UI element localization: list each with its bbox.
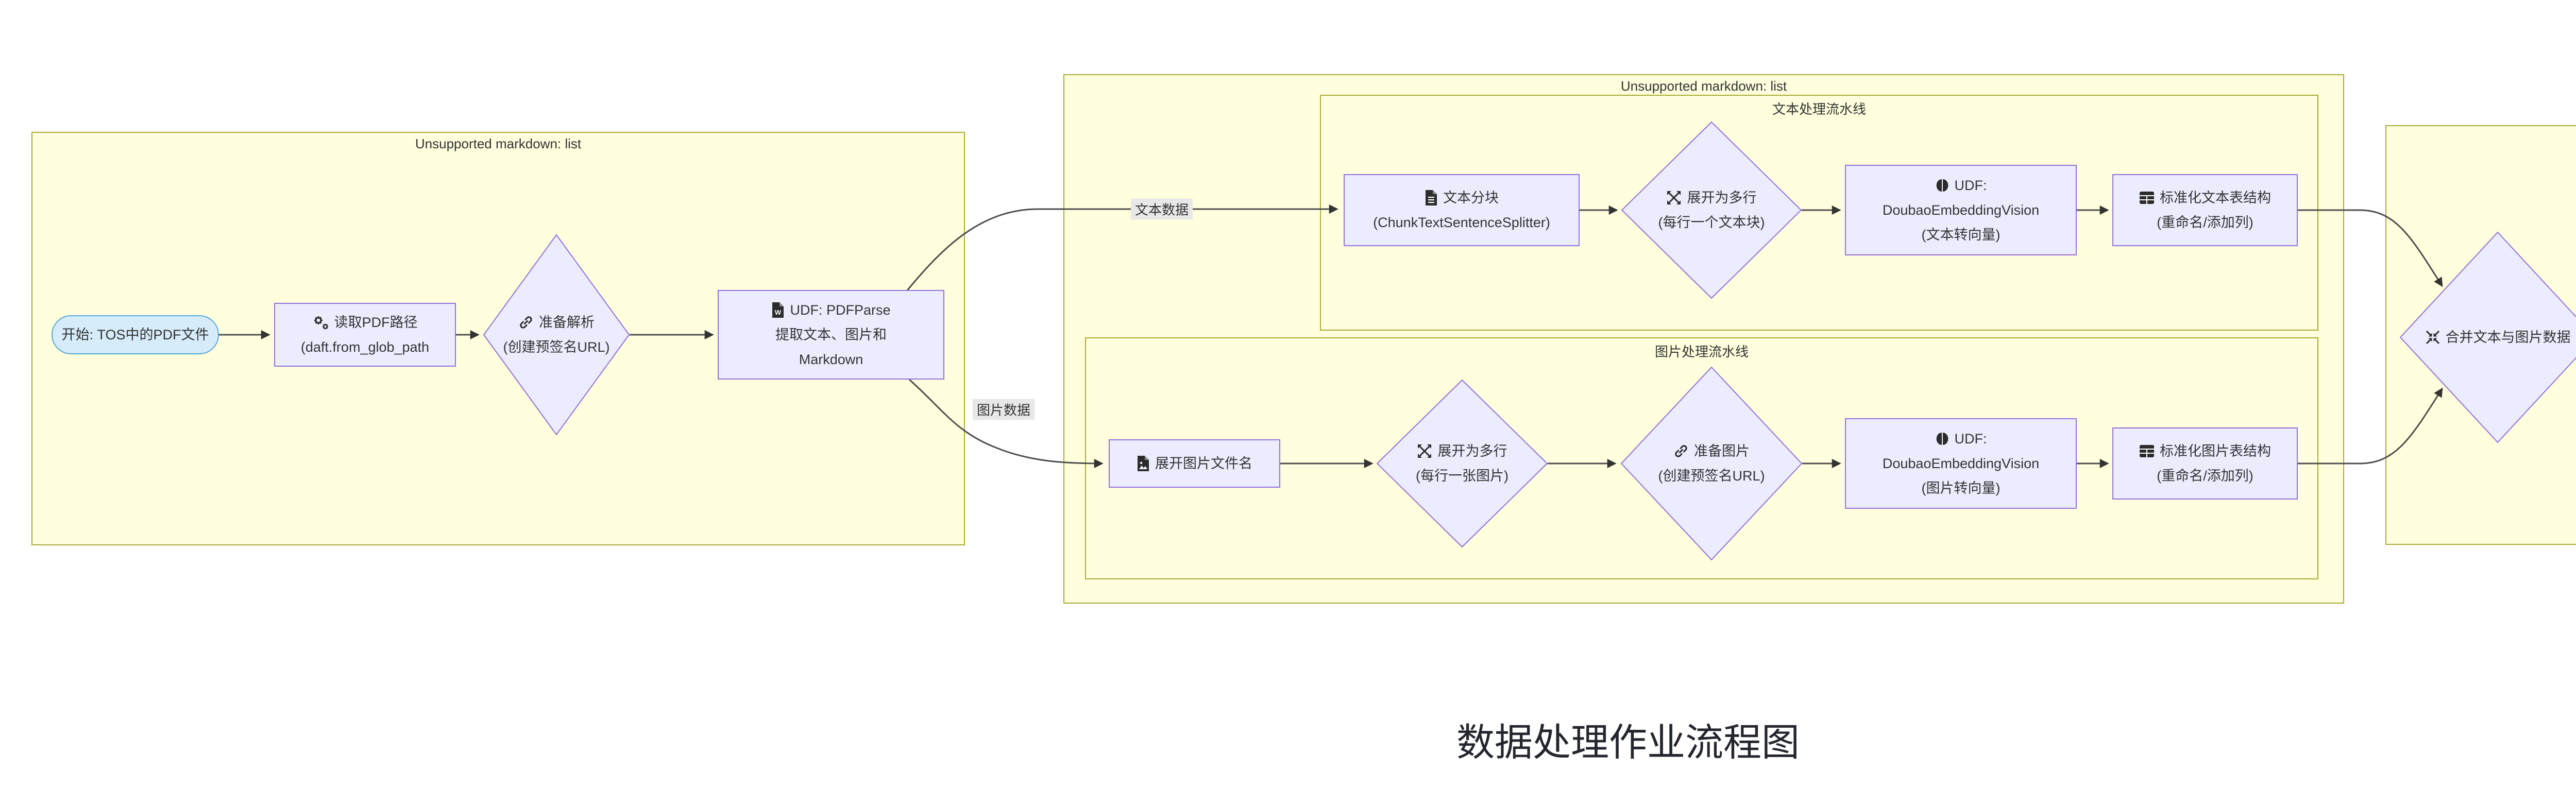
node-subtitle: (ChunkTextSentenceSplitter) xyxy=(1373,215,1550,230)
file-lines-icon xyxy=(1425,190,1438,206)
node-title: 标准化文本表结构 xyxy=(2160,190,2271,205)
file-image-icon xyxy=(1137,455,1150,472)
merge-icon xyxy=(2425,330,2441,345)
node-explode-image-rows: 展开为多行 (每行一张图片) xyxy=(1377,380,1548,547)
node-subtitle: (每行一张图片) xyxy=(1416,468,1509,484)
node-subtitle: DoubaoEmbeddingVision (文本转向量) xyxy=(1882,202,2040,243)
node-read-pdf-path: 读取PDF路径 (daft.from_glob_path xyxy=(274,303,456,367)
node-title: 展开为多行 xyxy=(1687,190,1757,205)
node-title: 文本分块 xyxy=(1443,190,1499,205)
node-title: 展开为多行 xyxy=(1437,443,1507,459)
edge-label-text-data: 文本数据 xyxy=(1130,198,1193,220)
node-expand-image-names: 展开图片文件名 xyxy=(1109,439,1280,488)
edge-label-image-data: 图片数据 xyxy=(972,399,1035,420)
node-title: 读取PDF路径 xyxy=(334,315,418,330)
edge-pdfparse-to-expandimg xyxy=(909,379,1104,468)
diagram-title: 数据处理作业流程图 xyxy=(1456,721,1800,764)
node-embed-image: UDF: DoubaoEmbeddingVision (图片转向量) xyxy=(1845,418,2077,509)
node-subtitle: (daft.from_glob_path xyxy=(300,339,430,355)
node-title: 标准化图片表结构 xyxy=(2160,443,2271,459)
gears-icon xyxy=(313,315,329,330)
node-prepare-image: 准备图片 (创建预签名URL) xyxy=(1621,367,1802,560)
node-normalize-text-table: 标准化文本表结构 (重命名/添加列) xyxy=(2112,174,2298,246)
node-title: UDF: xyxy=(1954,431,1987,446)
edge-pdfparse-to-chunk xyxy=(906,204,1338,291)
node-title: UDF: xyxy=(1954,178,1987,193)
node-start: 开始: TOS中的PDF文件 xyxy=(52,315,219,354)
node-subtitle: DoubaoEmbeddingVision (图片转向量) xyxy=(1882,456,2040,496)
node-subtitle: (创建预签名URL) xyxy=(1658,468,1765,484)
brain-icon xyxy=(1935,178,1950,193)
node-title: UDF: PDFParse xyxy=(790,302,891,318)
table-icon xyxy=(2139,444,2155,458)
node-prepare-parse: 准备解析 (创建预签名URL) xyxy=(483,234,630,435)
node-merge-text-image: 合并文本与图片数据 xyxy=(2400,232,2576,443)
node-udf-pdfparse: W UDF: PDFParse 提取文本、图片和 Markdown xyxy=(718,290,944,380)
expand-arrows-icon xyxy=(1666,190,1682,205)
brain-icon xyxy=(1935,431,1950,446)
link-icon xyxy=(518,315,534,330)
edge-normtext-to-merge xyxy=(2298,209,2443,287)
node-title: 合并文本与图片数据 xyxy=(2445,330,2571,345)
expand-arrows-icon xyxy=(1417,443,1432,459)
node-embed-text: UDF: DoubaoEmbeddingVision (文本转向量) xyxy=(1845,165,2077,255)
svg-text:W: W xyxy=(775,308,782,316)
node-normalize-image-table: 标准化图片表结构 (重命名/添加列) xyxy=(2112,427,2298,500)
node-title: 准备图片 xyxy=(1694,443,1750,459)
edge-normimg-to-merge xyxy=(2298,387,2443,465)
node-explode-text-rows: 展开为多行 (每行一个文本块) xyxy=(1621,122,1802,299)
node-subtitle: (重命名/添加列) xyxy=(2157,215,2253,230)
file-word-icon: W xyxy=(771,302,785,318)
node-subtitle: 提取文本、图片和 Markdown xyxy=(775,327,887,367)
node-subtitle: (创建预签名URL) xyxy=(503,339,610,355)
node-start-label: 开始: TOS中的PDF文件 xyxy=(61,327,209,342)
cluster-left-title: Unsupported markdown: list xyxy=(415,136,582,151)
cluster-text-pipeline-title: 文本处理流水线 xyxy=(1772,101,1867,117)
node-chunk-text: 文本分块 (ChunkTextSentenceSplitter) xyxy=(1344,174,1580,246)
node-title: 准备解析 xyxy=(539,315,595,330)
node-title: 展开图片文件名 xyxy=(1155,456,1252,471)
link-icon xyxy=(1673,443,1689,459)
node-subtitle: (重命名/添加列) xyxy=(2157,468,2253,484)
cluster-image-pipeline-title: 图片处理流水线 xyxy=(1654,344,1749,359)
table-icon xyxy=(2139,191,2155,204)
node-subtitle: (每行一个文本块) xyxy=(1658,215,1765,230)
cluster-middle-title: Unsupported markdown: list xyxy=(1620,78,1787,94)
